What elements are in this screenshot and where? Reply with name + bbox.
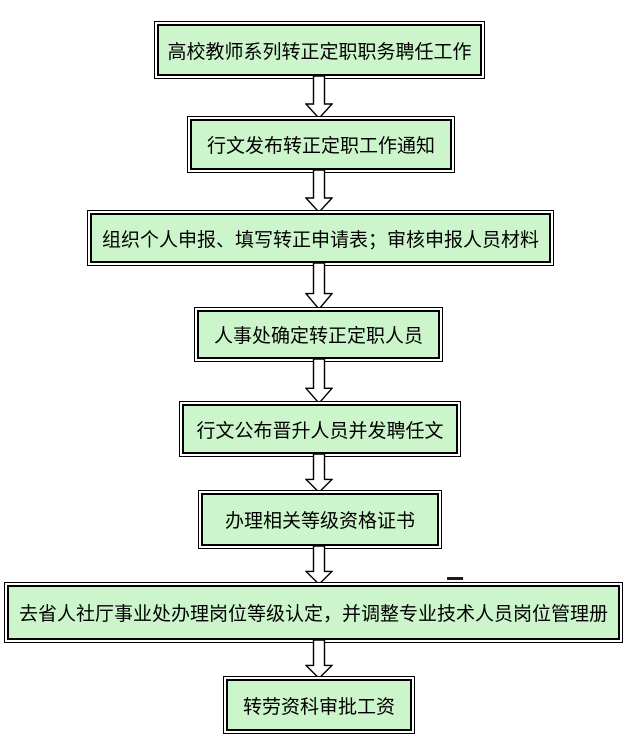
flow-step-2-label: 行文发布转正定职工作通知 [206, 136, 435, 157]
down-arrow-icon [305, 359, 333, 404]
down-arrow-icon [305, 546, 333, 585]
flow-step-6: 办理相关等级资格证书 [201, 493, 439, 546]
flow-step-1-label: 高校教师系列转正定职职务聘任工作 [167, 41, 472, 63]
flow-step-2: 行文发布转正定职工作通知 [190, 119, 452, 170]
flow-step-7: 去省人社厅事业处办理岗位等级认定，并调整专业技术人员岗位管理册 [7, 585, 620, 640]
down-arrow-icon [305, 640, 333, 679]
flow-step-5-label: 行文公布晋升人员并发聘任文 [196, 420, 444, 442]
down-arrow-icon [305, 170, 333, 213]
flow-step-5: 行文公布晋升人员并发聘任文 [182, 404, 458, 454]
down-arrow-icon [305, 263, 333, 310]
flow-step-6-label: 办理相关等级资格证书 [224, 511, 415, 532]
stray-mark [447, 577, 463, 580]
down-arrow-icon [305, 454, 333, 493]
flow-step-8-label: 转劳资科审批工资 [242, 696, 395, 718]
flow-step-3-label: 组织个人申报、填写转正申请表；审核申报人员材料 [101, 229, 539, 251]
flow-step-8: 转劳资科审批工资 [226, 679, 412, 731]
flow-step-7-label: 去省人社厅事业处办理岗位等级认定，并调整专业技术人员岗位管理册 [18, 604, 608, 625]
flow-step-4: 人事处确定转正定职人员 [197, 310, 440, 359]
flow-step-3: 组织个人申报、填写转正申请表；审核申报人员材料 [90, 213, 551, 263]
down-arrow-icon [305, 76, 333, 119]
flow-step-1: 高校教师系列转正定职职务聘任工作 [157, 24, 482, 76]
flow-step-4-label: 人事处确定转正定职人员 [213, 326, 423, 347]
